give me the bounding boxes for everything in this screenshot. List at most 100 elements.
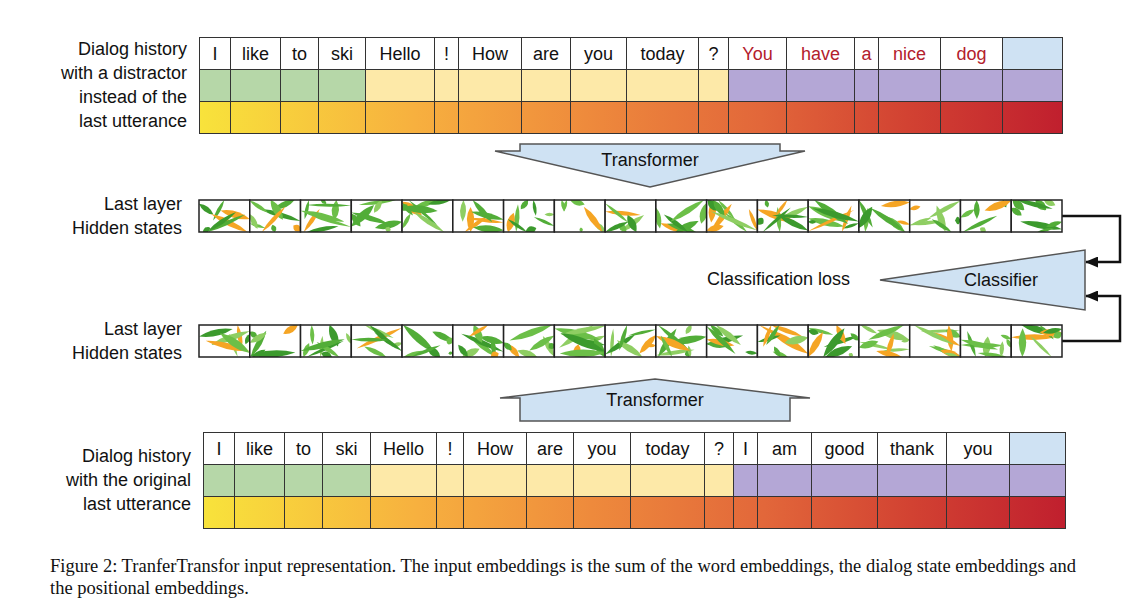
leaf: [458, 345, 468, 357]
cell-border: [707, 200, 758, 232]
leaf: [480, 336, 503, 344]
leaf: [469, 325, 488, 337]
leaf: [529, 335, 554, 350]
hidden-state-strip: [199, 200, 1062, 232]
leaf: [283, 325, 298, 334]
leaf: [779, 216, 808, 231]
token-cell: !: [434, 37, 459, 70]
positional-cell: [280, 101, 319, 134]
cell-border: [757, 325, 808, 357]
positional-cell: [322, 496, 371, 529]
token-text: a: [861, 43, 871, 65]
leaf: [897, 221, 910, 225]
dialog-state-cell: [322, 464, 371, 497]
leaf: [1001, 335, 1012, 340]
leaf-cell: [351, 325, 402, 357]
token-text: dog: [956, 43, 986, 65]
cell-border: [250, 200, 301, 232]
positional-cell: [704, 496, 734, 529]
token-text: Hello: [383, 438, 424, 460]
dialog-state-cell: [854, 69, 879, 102]
dialog-state-cell: [365, 69, 435, 102]
positional-cell: [940, 101, 1003, 134]
leaf: [584, 207, 603, 232]
leaf: [887, 333, 894, 357]
dialog-state-cell: [203, 464, 235, 497]
token-cell: You: [728, 37, 787, 70]
token-cell: you: [573, 432, 631, 465]
leaf: [775, 200, 787, 216]
token-cell: a: [854, 37, 879, 70]
leaf: [374, 200, 382, 213]
leaf: [940, 349, 960, 357]
leaf: [411, 345, 440, 357]
leaf: [271, 225, 276, 232]
leaf: [870, 208, 906, 232]
leaf: [306, 204, 351, 207]
leaf-cell: [605, 325, 656, 357]
leaf: [914, 325, 954, 345]
cell-border: [402, 200, 453, 232]
cell-border: [402, 325, 453, 357]
token-cell: to: [280, 37, 319, 70]
leaf: [639, 335, 656, 354]
leaf: [910, 218, 932, 226]
cell-ground: [250, 200, 301, 232]
token-cell: to: [284, 432, 323, 465]
positional-gradient: [203, 496, 1066, 529]
leaf-cell: [605, 200, 656, 232]
cell-border: [960, 325, 1011, 357]
leaf: [686, 325, 692, 334]
dialog-state-cell: [570, 69, 627, 102]
leaf: [1011, 208, 1021, 216]
leaf: [963, 216, 998, 232]
leaf: [656, 336, 690, 351]
leaf: [250, 214, 258, 229]
positional-cell: [877, 496, 947, 529]
positional-cell: [757, 496, 812, 529]
dialog-state-cell: [370, 464, 437, 497]
leaf: [910, 206, 921, 211]
leaf-cell: [402, 200, 453, 232]
cell-ground: [859, 325, 910, 357]
leaf: [901, 339, 909, 343]
cell-ground: [808, 200, 859, 232]
dialog-state-cell: [318, 69, 366, 102]
token-cell: you: [570, 37, 627, 70]
cell-ground: [707, 325, 758, 357]
leaf: [561, 326, 605, 335]
loss-label: Classification loss: [707, 269, 850, 289]
dialog-state-cell: [878, 69, 941, 102]
leaf: [301, 211, 345, 222]
leaf-cell: [1011, 200, 1062, 232]
leaf: [974, 200, 980, 219]
leaf: [745, 351, 757, 355]
dialog-state-cell: [757, 464, 812, 497]
leaf: [932, 219, 952, 232]
leaf-cell: [859, 325, 910, 357]
positional-cell: [1002, 101, 1063, 134]
dialog-state-cell: [280, 69, 319, 102]
free-label: Classification loss: [707, 267, 850, 291]
cell-border: [656, 200, 707, 232]
leaf: [808, 332, 823, 357]
hidden-states: Last layer Hidden states: [60, 192, 1062, 240]
token-text: you: [587, 438, 616, 460]
token-text: to: [292, 43, 307, 65]
cell-border: [504, 200, 555, 232]
row-heading: Last layer Hidden states: [62, 192, 182, 240]
leaf: [961, 340, 999, 350]
positional-cell: [526, 496, 574, 529]
leaf: [250, 201, 268, 213]
leaf: [928, 201, 960, 218]
positional-cell: [521, 101, 571, 134]
token-text: today: [645, 438, 689, 460]
dialog-state-cell: [436, 464, 464, 497]
token-text: thank: [890, 438, 934, 460]
leaf: [772, 215, 808, 218]
leaf-cell: [199, 200, 250, 232]
cell-ground: [656, 325, 707, 357]
leaf: [521, 200, 528, 209]
positional-cell: [698, 101, 729, 134]
cell-ground: [250, 325, 301, 357]
